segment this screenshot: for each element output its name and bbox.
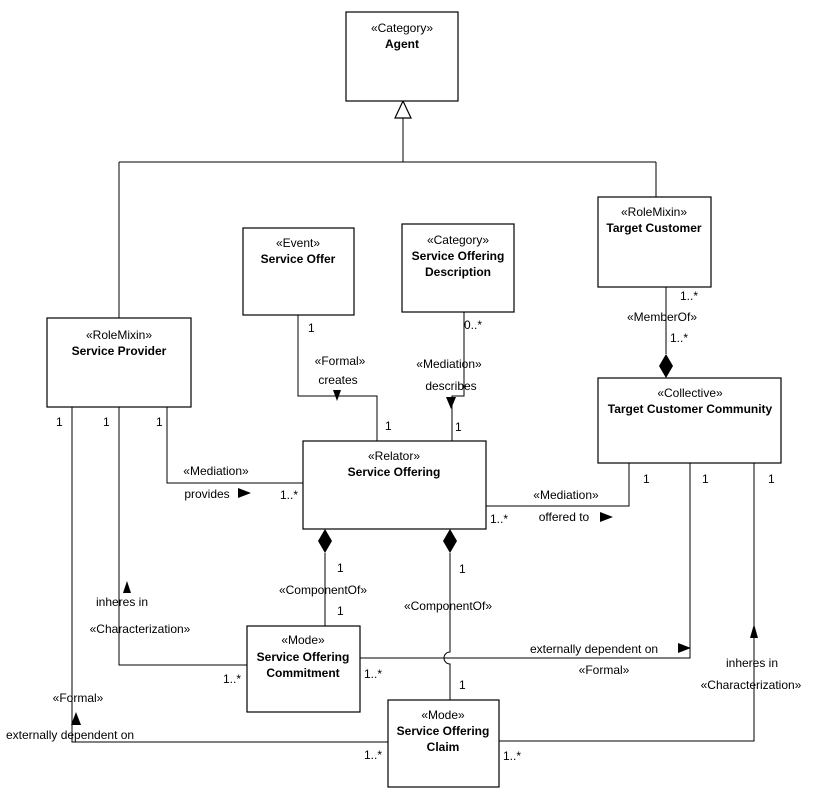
stereotype-label: «Mediation» [183,464,249,478]
association-name: provides [184,487,229,501]
multiplicity-label: 1..* [364,667,382,681]
class-service-offer[interactable]: «Event» Service Offer [242,227,355,316]
provider-inheres-line [118,407,247,666]
provider-inheres-direction-arrow [123,581,131,593]
class-name-line-2: Commitment [266,666,339,680]
multiplicity-label: 1..* [490,512,508,526]
association-name: describes [425,379,476,393]
stereotype-label: «Formal» [579,663,630,677]
commitment-external-line [360,463,691,659]
association-name: externally dependent on [530,642,658,656]
commitment-external-direction-arrow [678,643,691,653]
offered-to-line [486,463,630,507]
multiplicity-label: 1 [643,472,650,486]
class-target-customer[interactable]: «RoleMixin» Target Customer [597,196,712,288]
stereotype-label: «MemberOf» [627,310,697,324]
class-stereotype: «RoleMixin» [621,205,687,219]
class-stereotype: «Mode» [421,708,465,722]
class-name: Service Offering [348,465,441,479]
association-name: externally dependent on [6,728,134,742]
multiplicity-label: 0..* [464,318,482,332]
class-stereotype: «Category» [427,233,489,247]
class-name-line-1: Service Offering [257,650,350,664]
community-inheres-line [499,463,755,742]
multiplicity-label: 1 [337,561,344,575]
community-inheres-direction-arrow [750,624,758,638]
multiplicity-label: 1 [702,472,709,486]
offered-to-direction-arrow [600,512,613,522]
multiplicity-label: 1 [385,419,392,433]
multiplicity-label: 1..* [223,672,241,686]
class-service-offering[interactable]: «Relator» Service Offering [302,440,487,530]
multiplicity-label: 1 [459,678,466,692]
stereotype-label: «Mediation» [416,357,482,371]
component-of-commitment-diamond [318,529,332,553]
class-stereotype: «Category» [371,21,433,35]
class-service-offering-commitment[interactable]: «Mode» Service Offering Commitment [246,625,361,713]
class-name: Target Customer Community [608,402,773,416]
claim-external-direction-arrow [71,712,81,725]
stereotype-label: «ComponentOf» [404,599,492,613]
class-service-offering-description[interactable]: «Category» Service Offering Description [401,223,515,313]
multiplicity-label: 1 [103,415,110,429]
class-agent[interactable]: «Category» Agent [345,11,459,102]
association-name: inheres in [96,595,148,609]
multiplicity-label: 1 [455,420,462,434]
class-stereotype: «Relator» [368,449,420,463]
describes-direction-arrow [446,397,456,409]
component-of-claim-line [443,553,451,700]
multiplicity-label: 1..* [503,749,521,763]
describes-line [451,312,465,441]
class-stereotype: «RoleMixin» [86,328,152,342]
multiplicity-label: 1..* [680,289,698,303]
class-name-line-1: Service Offering [397,724,490,738]
stereotype-label: «Characterization» [90,622,191,636]
multiplicity-label: 1..* [280,488,298,502]
component-of-claim-diamond [443,529,457,553]
stereotype-label: «Characterization» [701,678,802,692]
multiplicity-label: 1 [308,321,315,335]
class-service-offering-claim[interactable]: «Mode» Service Offering Claim [387,699,500,788]
class-name: Agent [385,37,419,51]
class-name-line-2: Description [425,265,491,279]
member-of-diamond [659,354,673,378]
association-name: creates [318,373,357,387]
provides-direction-arrow [238,488,251,498]
multiplicity-label: 1 [337,604,344,618]
association-name: offered to [539,510,590,524]
multiplicity-label: 1 [768,472,775,486]
stereotype-label: «ComponentOf» [279,583,367,597]
association-name: inheres in [726,656,778,670]
multiplicity-label: 1 [459,562,466,576]
class-stereotype: «Event» [276,236,320,250]
multiplicity-label: 1..* [670,331,688,345]
claim-external-line [71,407,388,743]
class-name: Service Provider [72,344,167,358]
multiplicity-label: 1 [56,415,63,429]
generalization-line [118,118,657,318]
stereotype-label: «Formal» [53,691,104,705]
generalization-arrowhead [394,99,412,119]
class-name-line-2: Claim [427,740,460,754]
multiplicity-label: 1 [156,415,163,429]
provides-line [166,407,303,484]
multiplicity-label: 1..* [364,748,382,762]
class-name: Target Customer [606,221,701,235]
class-target-customer-community[interactable]: «Collective» Target Customer Community [597,377,782,464]
class-stereotype: «Collective» [657,386,723,400]
creates-direction-arrow [333,390,341,401]
class-name: Service Offer [261,252,336,266]
class-service-provider[interactable]: «RoleMixin» Service Provider [46,317,192,408]
stereotype-label: «Mediation» [533,488,599,502]
class-stereotype: «Mode» [281,633,325,647]
class-name-line-1: Service Offering [412,249,505,263]
stereotype-label: «Formal» [315,354,366,368]
